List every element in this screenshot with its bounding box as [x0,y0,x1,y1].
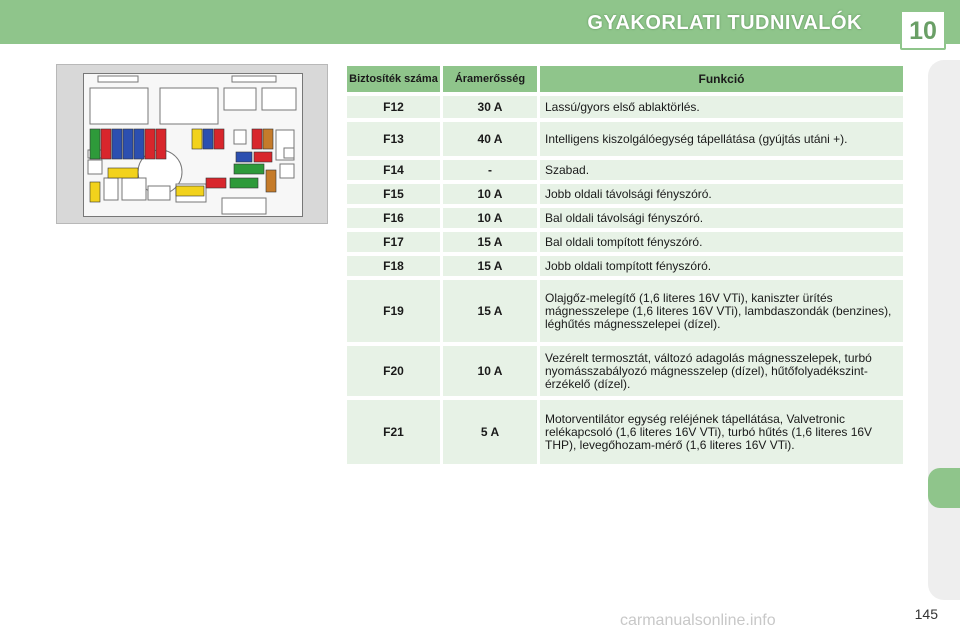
fuse-function: Bal oldali tompított fényszóró. [540,232,903,252]
relay-block [223,87,257,111]
fuse-f17 [133,128,145,160]
fuse-function: Jobb oldali távolsági fényszóró. [540,184,903,204]
fuse-f11 [107,167,139,179]
table-row: F20 10 A Vezérelt termosztát, változó ad… [347,346,903,396]
fuse-amperage: 10 A [443,208,537,228]
fuse-f7 [253,151,273,163]
fuse-number: F14 [347,160,440,180]
fuse-box-diagram [56,64,328,224]
connector-slot [231,75,277,83]
header-bar: GYAKORLATI TUDNIVALÓK [0,0,960,44]
fuse-number: F20 [347,346,440,396]
fuse-f19 [111,128,123,160]
chapter-badge: 10 [900,10,946,50]
header-fuse-number: Biztosíték száma [347,66,440,92]
fuse-f10 [89,128,101,160]
fuse-number: F19 [347,280,440,342]
page-number: 145 [914,606,938,622]
fuse-number: F17 [347,232,440,252]
fuse-number: F13 [347,122,440,156]
fuse-slot [147,185,171,201]
fuse-f15 [155,128,167,160]
fuse-function: Vezérelt termosztát, változó adagolás má… [540,346,903,396]
connector-slot [221,197,267,215]
fuse-f5 [235,151,253,163]
fuse-slot [121,177,147,201]
fuse-slot [103,177,119,201]
table-row: F12 30 A Lassú/gyors első ablaktörlés. [347,96,903,118]
fuse-amperage: 30 A [443,96,537,118]
fuse-f3 [205,177,227,189]
fuse-function: Szabad. [540,160,903,180]
table-row: F18 15 A Jobb oldali tompított fényszóró… [347,256,903,276]
fuse-number: F16 [347,208,440,228]
fuse-function: Lassú/gyors első ablaktörlés. [540,96,903,118]
fuse-function: Intelligens kiszolgálóegység tápellátása… [540,122,903,156]
relay-block [261,87,297,111]
table-row: F15 10 A Jobb oldali távolsági fényszóró… [347,184,903,204]
chapter-number: 10 [909,17,937,45]
header-amperage: Áramerősség [443,66,537,92]
table-row: F13 40 A Intelligens kiszolgálóegység tá… [347,122,903,156]
fuse-number: F12 [347,96,440,118]
fuse-f4 [191,128,203,150]
fuse-amperage: 40 A [443,122,537,156]
fuse-table: Biztosíték száma Áramerősség Funkció F12… [344,62,906,468]
table-header-row: Biztosíték száma Áramerősség Funkció [347,66,903,92]
fuse-slot [279,163,295,179]
fuse-amperage: 15 A [443,256,537,276]
page-title: GYAKORLATI TUDNIVALÓK [587,12,862,34]
fuse-amperage: 15 A [443,232,537,252]
table-row: F17 15 A Bal oldali tompított fényszóró. [347,232,903,252]
fuse-number: F15 [347,184,440,204]
fuse-function: Bal oldali távolsági fényszóró. [540,208,903,228]
fuse-f21 [262,128,274,150]
fuse-amperage: 5 A [443,400,537,464]
fuse-amperage: 10 A [443,346,537,396]
fuse-number: F21 [347,400,440,464]
fuse-function: Jobb oldali tompított fényszóró. [540,256,903,276]
fuse-amperage: 15 A [443,280,537,342]
table-row: F21 5 A Motorventilátor egység reléjének… [347,400,903,464]
table-row: F19 15 A Olajgőz-melegítő (1,6 literes 1… [347,280,903,342]
fuse-f9 [213,128,225,150]
table-row: F14 - Szabad. [347,160,903,180]
fuse-f1 [89,181,101,203]
fuse-f12 [233,163,265,175]
fuse-slot [87,159,103,175]
fuse-function: Olajgőz-melegítő (1,6 literes 16V VTi), … [540,280,903,342]
header-function: Funkció [540,66,903,92]
fuse-f13 [175,185,205,197]
fuse-slot [283,147,295,159]
fuse-f18 [122,128,134,160]
fuse-f6 [265,169,277,193]
connector-slot [97,75,139,83]
chapter-tab[interactable] [928,468,960,508]
relay-block [89,87,149,125]
fuse-amperage: - [443,160,537,180]
fuse-number: F18 [347,256,440,276]
fuse-f2 [202,128,214,150]
fuse-f14 [229,177,259,189]
fuse-box-outline [83,73,303,217]
fuse-function: Motorventilátor egység reléjének tápellá… [540,400,903,464]
fuse-box-drawing [87,75,297,215]
relay-block [159,87,219,125]
side-navigation-strip [928,60,960,600]
watermark-text: carmanualsonline.info [620,612,776,629]
fuse-slot [233,129,247,145]
fuse-f20 [100,128,112,160]
fuse-f16 [144,128,156,160]
fuse-f8 [251,128,263,150]
table-row: F16 10 A Bal oldali távolsági fényszóró. [347,208,903,228]
fuse-amperage: 10 A [443,184,537,204]
